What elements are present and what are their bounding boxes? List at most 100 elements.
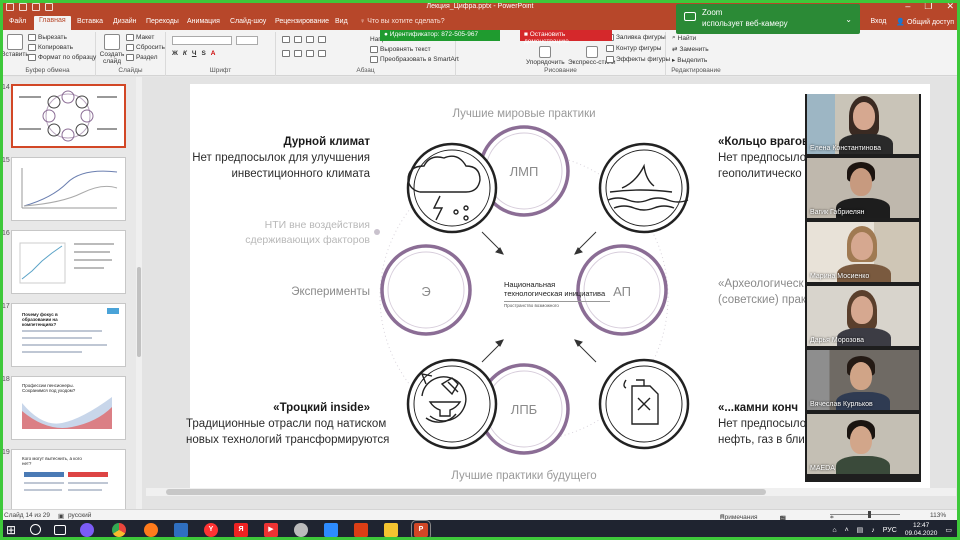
tab-view[interactable]: Вид [335,18,348,25]
youtube-icon[interactable]: ▶ [264,523,278,537]
align-left-icon[interactable] [282,50,290,57]
sorter-view-icon[interactable]: ▦ [780,515,787,522]
slideshow-view-icon[interactable]: ▷ [780,515,785,522]
thumbnail-slide-18[interactable]: Профессии пенсионеры. Сохранимся под ухо… [11,376,126,440]
restore-button[interactable]: ❐ [924,1,933,11]
keyboard-language[interactable]: РУС [882,526,897,534]
tab-home[interactable]: Главная [34,16,71,30]
sign-in-link[interactable]: Вход [870,18,887,25]
scrollbar-thumb[interactable] [137,267,141,357]
chevron-down-icon[interactable]: ⌄ [845,15,852,24]
cut-button[interactable]: Вырезать [28,34,67,41]
chevron-up-icon[interactable]: ˄ [844,526,849,534]
minimize-button[interactable]: – [905,1,911,11]
file-explorer-icon[interactable] [384,523,398,537]
share-button[interactable]: 👤 Общий доступ [896,19,954,26]
thumbnail-slide-14[interactable] [11,84,126,148]
justify-icon[interactable] [318,50,326,57]
replace-button[interactable]: ⇄Заменить [672,45,709,54]
close-button[interactable]: ✕ [946,1,954,11]
normal-view-icon[interactable]: ▭ [780,515,787,522]
thumbnails-scrollbar[interactable] [136,77,142,509]
tell-me-box[interactable]: ♀ Что вы хотите сделать? [360,18,445,25]
align-text-button[interactable]: Выровнять текст [370,46,431,53]
tab-insert[interactable]: Вставка [77,18,104,25]
tab-transitions[interactable]: Переходы [146,18,179,25]
task-view-icon[interactable] [54,525,66,535]
save-icon[interactable] [6,3,14,11]
font-color-icon[interactable]: A [210,50,216,57]
thumbnail-slide-17[interactable]: Почему фокус в образовании на компетенци… [11,303,126,367]
italic-button[interactable]: К [182,50,187,57]
edge-icon[interactable] [174,523,188,537]
find-button[interactable]: ⌕Найти [672,34,697,42]
select-button[interactable]: ▸Выделить [672,56,708,65]
zoom-in-icon[interactable]: + [830,514,834,521]
scrollbar-thumb[interactable] [166,489,766,495]
tab-animation[interactable]: Анимация [187,18,220,25]
align-center-icon[interactable] [294,50,302,57]
slideshow-start-icon[interactable] [45,3,53,11]
language-indicator[interactable]: русский [68,512,92,519]
layout-button[interactable]: Макет [126,34,154,41]
format-painter-button[interactable]: Формат по образцу [28,54,96,61]
shape-outline-button[interactable]: Контур фигуры [606,45,661,52]
clock[interactable]: 12:47 09.04.2020 [904,522,938,537]
video-tile-active[interactable]: Дарья Морозова [807,286,919,346]
quick-styles-button[interactable]: Экспресс-стили [568,46,616,66]
reset-button[interactable]: Сбросить [126,44,165,51]
zoom-notification[interactable]: Zoom использует веб-камеру ⌄ [676,4,860,34]
spellcheck-icon[interactable]: ▣ [58,513,65,520]
people-icon[interactable]: ⌂ [832,526,837,534]
font-size-input[interactable] [236,36,258,45]
zoom-slider-track[interactable] [830,511,900,518]
tab-design[interactable]: Дизайн [113,18,137,25]
tab-slideshow[interactable]: Слайд-шоу [230,18,267,25]
video-tile[interactable]: Вагик Габриелян [807,158,919,218]
thumbnail-slide-19[interactable]: Кого могут вытеснить, а кого нет? [11,449,126,509]
zoom-level[interactable]: 113% [930,512,947,519]
chrome-icon[interactable] [112,523,126,537]
thumbnail-slide-16[interactable] [11,230,126,294]
numbering-icon[interactable] [294,36,302,43]
app-icon[interactable] [294,523,308,537]
align-right-icon[interactable] [306,50,314,57]
notifications-icon[interactable]: ▭ [945,527,952,534]
smartart-button[interactable]: Преобразовать в SmartArt [370,56,459,63]
search-icon[interactable] [30,524,41,535]
underline-button[interactable]: Ч [191,50,197,57]
arrange-button[interactable]: Упорядочить [526,46,565,66]
section-button[interactable]: Раздел [126,54,157,61]
strike-button[interactable]: S [201,50,206,57]
slide-horizontal-scrollbar[interactable] [146,488,956,496]
yandex-icon[interactable]: Я [234,523,248,537]
video-tile[interactable]: Вячеслав Курльков [807,350,919,410]
zoom-out-icon[interactable]: – [830,514,834,521]
viber-icon[interactable] [80,523,94,537]
bold-button[interactable]: Ж [172,50,178,57]
network-icon[interactable]: ▤ [856,527,864,534]
undo-icon[interactable] [19,3,27,11]
video-tile[interactable]: Елена Константинова [807,94,919,154]
shape-effects-button[interactable]: Эффекты фигуры [606,56,670,63]
indent-icon[interactable] [306,36,314,43]
thumbnail-slide-15[interactable] [11,157,126,221]
shape-fill-button[interactable]: Заливка фигуры [606,34,666,41]
video-tile[interactable]: MAEDA [807,414,919,474]
reading-view-icon[interactable]: ▯ [780,515,784,522]
redo-icon[interactable] [32,3,40,11]
new-slide-button[interactable]: Создать слайд [100,34,124,65]
app-icon[interactable] [354,523,368,537]
meeting-id-bar[interactable]: ● Идентификатор: 872-505-967 [380,30,500,41]
video-tile[interactable]: Марина Мосиенко [807,222,919,282]
zoom-slider[interactable]: – + [830,511,900,521]
zoom-slider-thumb[interactable] [868,511,871,518]
stop-share-button[interactable]: ■ Остановить демонстрацию [520,30,612,45]
tab-file[interactable]: Файл [9,18,27,25]
paste-button[interactable]: Вставить [1,34,29,58]
volume-icon[interactable]: ♪ [871,526,875,534]
bullets-icon[interactable] [282,36,290,43]
outdent-icon[interactable] [318,36,326,43]
yandex-browser-icon[interactable]: Y [204,523,218,537]
windows-start-icon[interactable]: ⊞ [6,523,17,537]
